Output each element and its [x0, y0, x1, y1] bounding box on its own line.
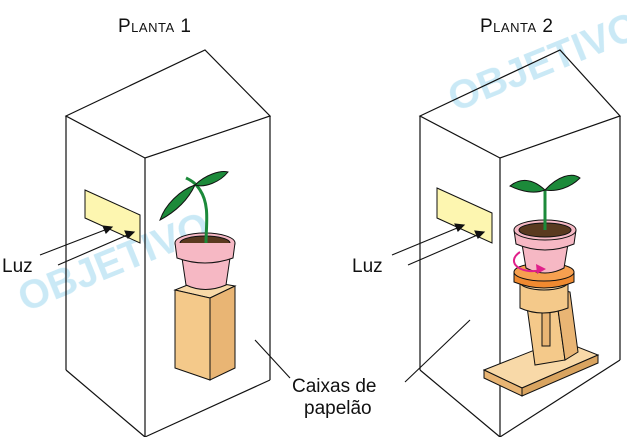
title-planta-2: Planta 2	[480, 16, 553, 37]
label-caixas-line-1: Caixas de	[292, 376, 377, 397]
box-planta-1	[64, 49, 272, 437]
light-rays-planta-1	[39, 225, 136, 266]
box-planta-2	[418, 49, 622, 437]
light-rays-planta-2	[391, 223, 486, 266]
caixas-leader-lines	[254, 319, 471, 383]
rotation-arrow-icon	[513, 251, 546, 274]
plant-planta-1	[159, 171, 229, 244]
light-window-planta-2	[436, 187, 493, 244]
title-planta-1: Planta 1	[118, 16, 191, 37]
label-caixas-line-2: papelão	[304, 398, 372, 419]
pot-planta-1	[174, 232, 236, 290]
light-window-planta-1	[84, 189, 141, 244]
cardboard-box-planta-1	[173, 279, 237, 381]
plant-planta-2	[509, 174, 581, 230]
rotating-stand-planta-2	[482, 262, 600, 397]
label-luz-left: Luz	[2, 256, 33, 277]
label-luz-right: Luz	[352, 256, 383, 277]
